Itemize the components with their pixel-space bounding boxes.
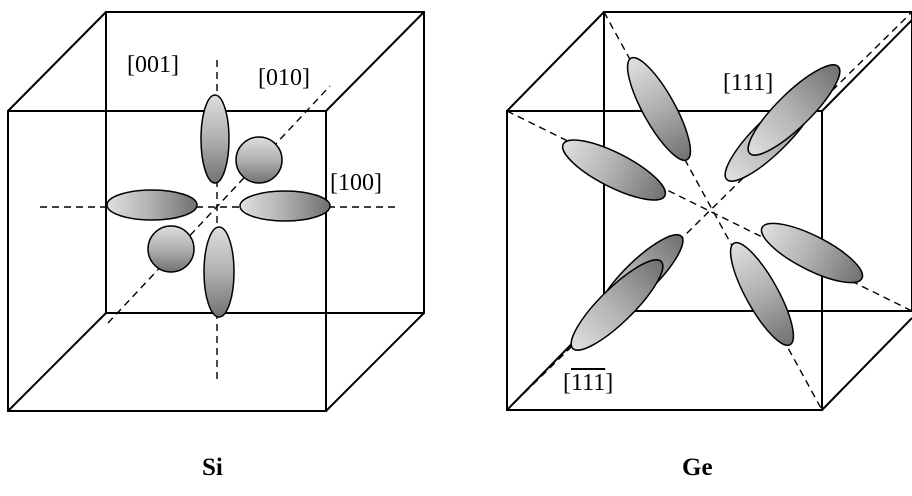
si-valley-back: [235, 136, 283, 184]
ge-axis-111: [506, 11, 912, 411]
si-cube-edge: [7, 11, 107, 112]
digit-bar-3: 1: [593, 370, 606, 396]
ge-cube-back-face: [603, 11, 912, 312]
ge-valley-right: [760, 222, 864, 284]
ge-valley-111-outer: [747, 64, 841, 156]
caption-si: Si: [202, 454, 223, 481]
label-neg-111: [111]: [563, 371, 613, 395]
si-cube-edge: [7, 312, 107, 412]
si-valley-top: [200, 94, 230, 184]
label-100: [100]: [330, 170, 382, 196]
ge-cube-edge: [821, 317, 912, 411]
ge-valleys: [561, 56, 864, 351]
ge-valley-lower-right: [729, 241, 795, 347]
si-valley-front: [147, 225, 195, 273]
si-cube-edge: [325, 11, 425, 112]
bracket-close: ]: [605, 370, 614, 396]
ge-cube-edge: [821, 19, 912, 112]
caption-ge: Ge: [682, 454, 713, 481]
si-valley-left: [106, 189, 198, 221]
ge-axes: [506, 11, 912, 411]
digit-bar-1: 1: [571, 370, 583, 396]
bracket-open: [: [563, 370, 571, 396]
ge-valley-upper-left: [626, 56, 692, 162]
si-valley-bottom: [203, 226, 235, 318]
ge-cube: [506, 11, 912, 411]
si-cube: [7, 11, 425, 412]
si-cube-edge: [325, 312, 425, 412]
si-valley-right: [239, 190, 331, 222]
ge-valley-neg-outer: [570, 259, 664, 351]
ge-valley-left: [561, 139, 667, 201]
label-001: [001]: [127, 52, 179, 78]
si-axis-010: [107, 85, 331, 324]
label-111: [111]: [723, 70, 774, 96]
digit-bar-2: 1: [582, 370, 594, 396]
ge-cube-edge: [506, 11, 605, 112]
label-010: [010]: [258, 65, 310, 91]
si-valleys: [106, 94, 331, 318]
